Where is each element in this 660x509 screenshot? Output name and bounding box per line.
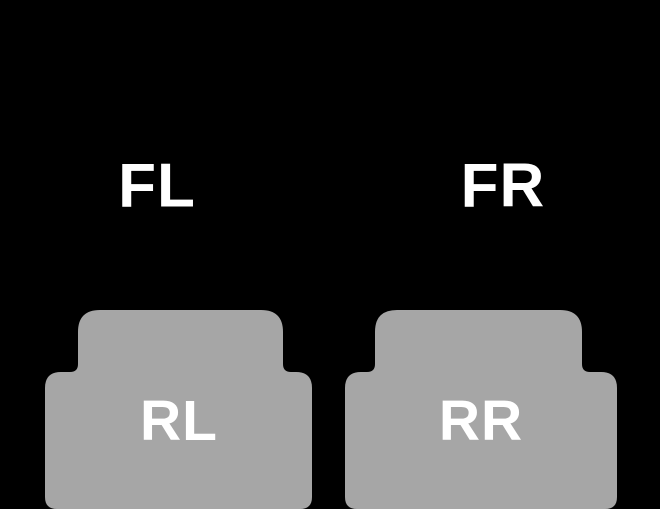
rear-right-mat-label: RR — [438, 389, 524, 453]
front-right-mat-label: FR — [460, 151, 546, 221]
rear-left-mat-label: RL — [140, 389, 218, 453]
rear-right-mat-shape — [345, 310, 617, 509]
rear-left-mat-shape — [45, 310, 312, 509]
front-left-mat-label: FL — [118, 151, 196, 221]
